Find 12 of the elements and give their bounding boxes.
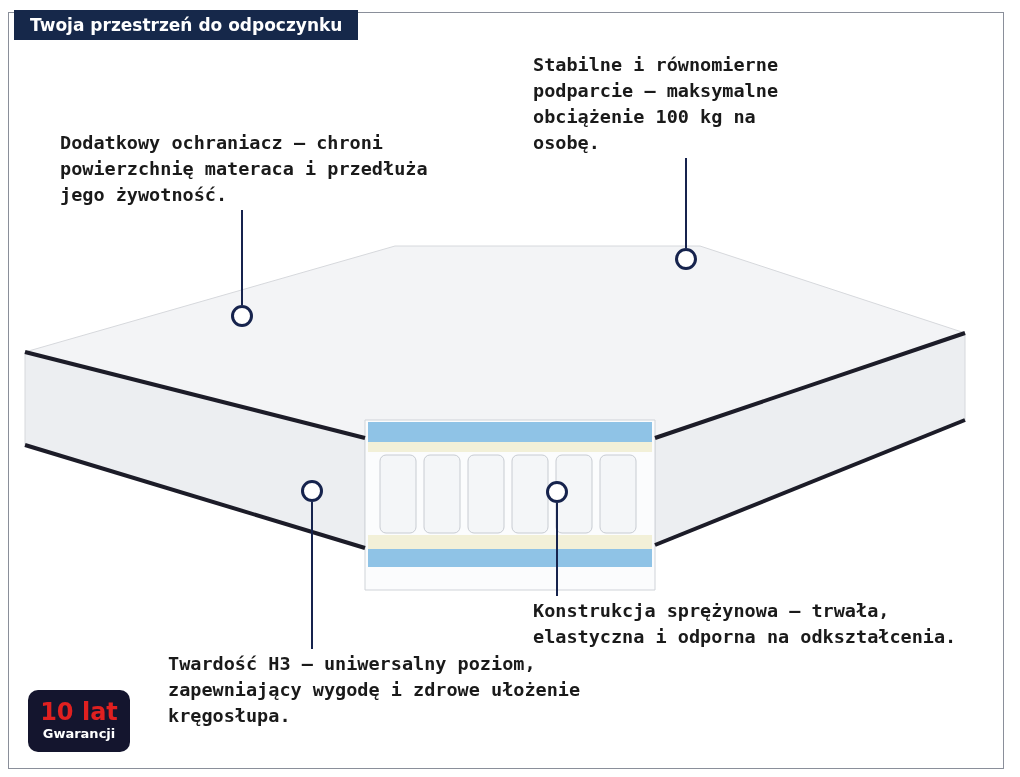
leader-line: [556, 502, 558, 597]
badge-number: 10 lat: [40, 699, 118, 725]
badge-label: Gwarancji: [42, 725, 116, 743]
callout-text: Konstrukcja sprężynowa — trwała, elastyczna i odporna na odkształcenia.: [533, 598, 983, 650]
leader-line: [241, 209, 243, 306]
leader-line: [685, 157, 687, 249]
callout-text: Dodatkowy ochraniacz — chroni powierzchnię materaca i przedłuża jego żywotność.: [60, 130, 470, 208]
title-banner: Twoja przestrzeń do odpoczynku: [14, 10, 359, 40]
leader-line: [311, 501, 313, 650]
callout-text: Stabilne i równomierne podparcie — maksymalne obciążenie 100 kg na osobę.: [533, 52, 833, 156]
callout-text: Twardość H3 — uniwersalny poziom, zapewniający wygodę i zdrowe ułożenie kręgosłupa.: [168, 651, 588, 729]
warranty-badge: [28, 690, 130, 752]
